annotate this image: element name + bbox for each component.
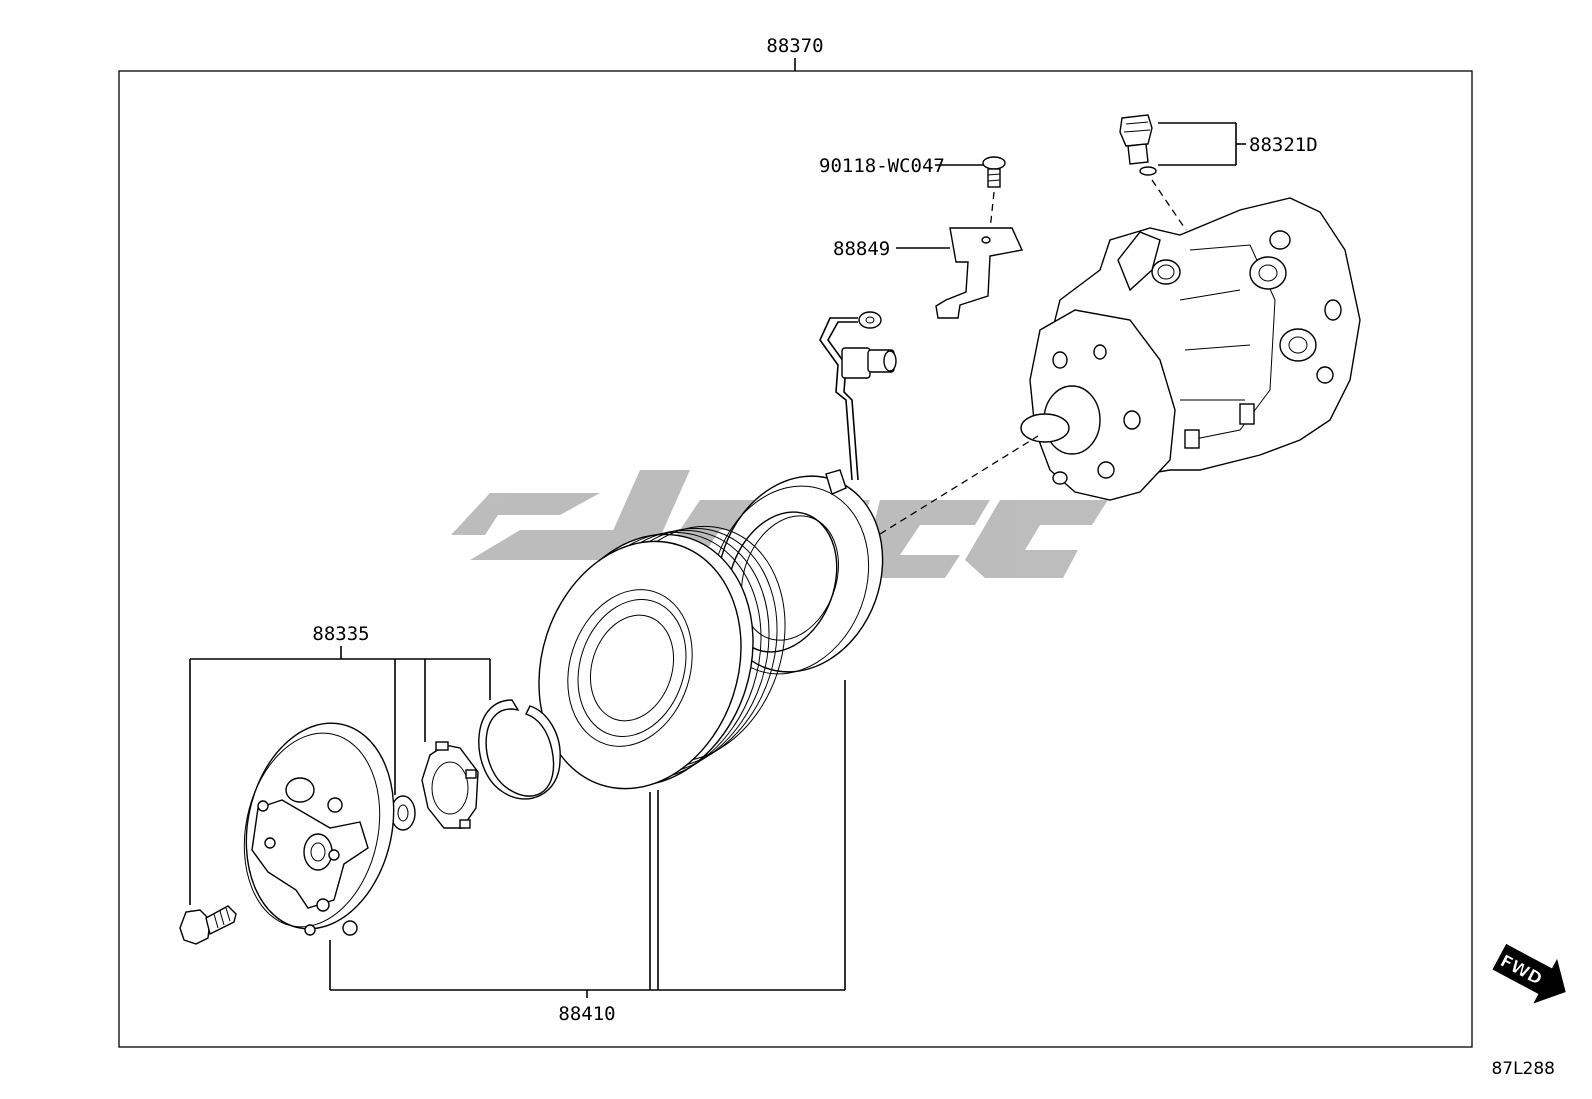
hex-bolt-part bbox=[179, 905, 237, 945]
valve-leader bbox=[1158, 122, 1246, 166]
forward-arrow-icon: FWD bbox=[1492, 943, 1566, 1004]
clutch-parts-leader bbox=[189, 646, 491, 905]
label-clutch-assy: 88410 bbox=[558, 1003, 615, 1025]
compressor-body bbox=[1020, 197, 1361, 501]
valve-part bbox=[1119, 114, 1187, 231]
armature-plate-part bbox=[243, 722, 395, 936]
axis-line bbox=[879, 435, 1039, 535]
wire-harness bbox=[819, 311, 897, 481]
snap-ring-part bbox=[478, 699, 561, 800]
bracket-part bbox=[935, 227, 1024, 319]
diagram-code: 87L288 bbox=[1491, 1059, 1555, 1079]
label-bracket: 88849 bbox=[833, 238, 890, 260]
washer-part bbox=[390, 795, 416, 831]
label-valve: 88321D bbox=[1249, 134, 1318, 156]
label-clutch-parts: 88335 bbox=[312, 623, 369, 645]
label-assembly: 88370 bbox=[766, 35, 823, 57]
clutch-assy-leader bbox=[329, 680, 846, 998]
small-bolt-part bbox=[982, 156, 1006, 231]
assembly-frame bbox=[118, 58, 1473, 1048]
shim-part bbox=[421, 741, 479, 829]
label-bolt-small: 90118-WC047 bbox=[819, 155, 945, 177]
pulley-part bbox=[538, 525, 786, 790]
